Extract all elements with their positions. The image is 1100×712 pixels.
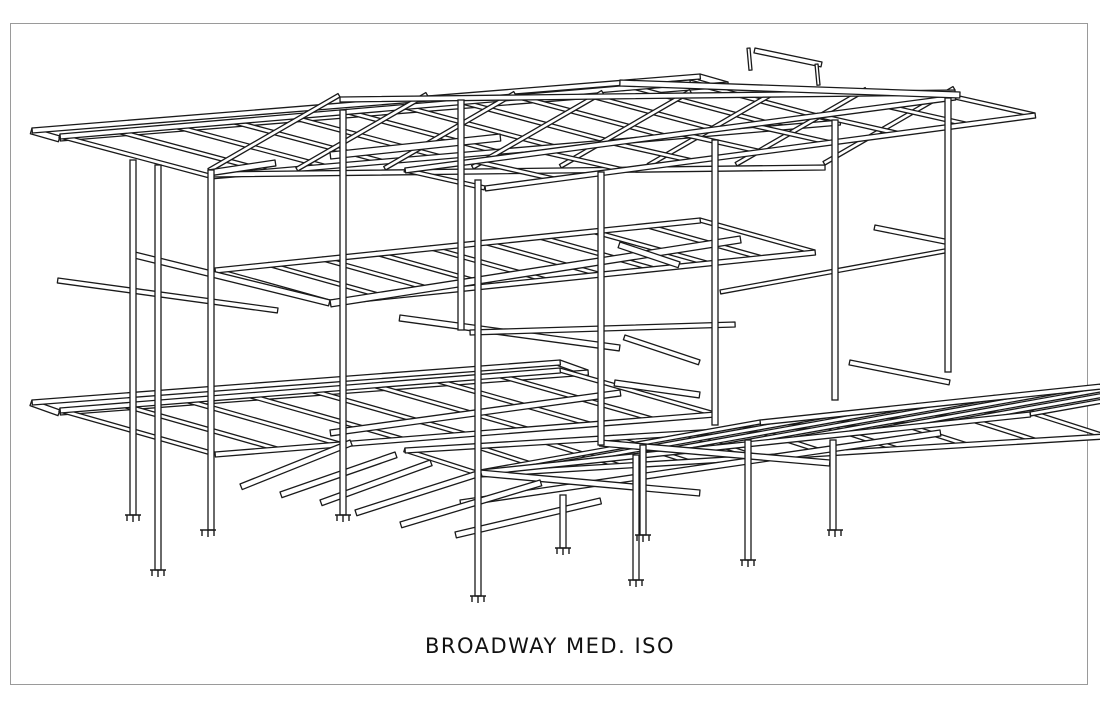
steel-beam-71: [183, 397, 341, 447]
steel-beam-69: [58, 407, 216, 457]
base-plate-131: [150, 569, 166, 577]
steel-beam-43: [746, 47, 753, 71]
steel-column-125: [632, 454, 640, 581]
steel-beam-101: [759, 383, 1100, 426]
steel-column-128: [559, 494, 567, 549]
steel-beam-113: [399, 479, 543, 529]
base-plate-139: [635, 534, 651, 542]
steel-column-119: [474, 179, 482, 597]
steel-beam-59: [56, 277, 279, 314]
steel-beam-42: [753, 47, 823, 68]
base-plate-130: [125, 514, 141, 522]
steel-beam-110: [279, 451, 398, 499]
steel-beam-72: [245, 392, 404, 442]
steel-beam-106: [622, 334, 701, 366]
steel-beam-70: [120, 402, 279, 452]
steel-beam-60: [617, 241, 681, 269]
steel-beam-44: [814, 63, 821, 86]
steel-column-126: [744, 439, 752, 561]
steel-column-124: [457, 99, 465, 331]
steel-beam-16: [59, 79, 692, 140]
steel-beam-61: [873, 224, 951, 246]
drawing-title: BROADWAY MED. ISO: [424, 634, 675, 658]
steel-beam-108: [848, 359, 951, 386]
steel-beam-18: [207, 92, 341, 173]
steel-beam-2: [31, 73, 702, 134]
steel-beam-112: [354, 469, 483, 517]
base-plate-137: [740, 559, 756, 567]
steel-beam-67: [31, 359, 562, 406]
beam-layer: [29, 47, 1100, 539]
steel-column-121: [711, 139, 719, 426]
steel-beam-36: [953, 94, 1036, 118]
steel-beam-21: [470, 89, 605, 170]
steel-beam-58: [329, 235, 742, 308]
steel-column-116: [154, 164, 162, 571]
steel-column-123: [944, 97, 952, 373]
base-plate-134: [470, 595, 486, 603]
base-plate-132: [200, 529, 216, 537]
steel-beam-38: [484, 112, 1037, 192]
steel-column-122: [831, 119, 839, 401]
steel-beam-78: [59, 367, 562, 414]
steel-beam-41: [619, 79, 961, 99]
steel-column-129: [639, 444, 647, 536]
base-plate-133: [335, 514, 351, 522]
steel-beam-109: [239, 439, 353, 491]
steel-column-118: [339, 109, 347, 516]
steel-column-117: [207, 169, 215, 531]
steel-column-120: [597, 171, 605, 446]
base-plate-138: [827, 529, 843, 537]
base-plate-layer: [125, 514, 843, 603]
base-plate-136: [628, 579, 644, 587]
steel-beam-111: [319, 459, 433, 507]
base-plate-135: [555, 547, 571, 555]
steel-column-127: [829, 439, 837, 531]
steel-beam-37: [404, 94, 957, 174]
sheet-border: [10, 23, 1088, 685]
steel-column-115: [129, 159, 137, 516]
steel-beam-107: [613, 379, 701, 399]
